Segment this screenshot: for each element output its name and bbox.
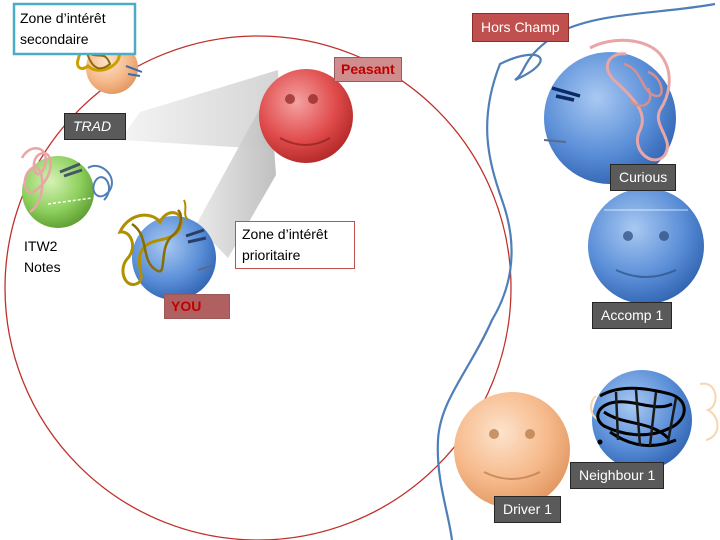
trad-label: TRAD — [64, 113, 126, 140]
itw2-notes-label: ITW2 Notes — [24, 238, 61, 275]
driver1-face — [454, 392, 570, 508]
interest-zone-circle — [4, 35, 512, 540]
secondary-zone-frame — [12, 2, 137, 56]
driver1-label: Driver 1 — [494, 496, 562, 523]
sight-cone-upper — [120, 70, 282, 150]
you-label: YOU — [164, 294, 230, 319]
accomp1-face — [588, 188, 704, 304]
off-field-label: Hors Champ — [472, 13, 569, 42]
priority-zone-label: Zone d’intérêt prioritaire — [235, 221, 355, 269]
trad-face — [20, 147, 113, 228]
you-face — [117, 199, 216, 300]
curious-face — [543, 38, 676, 184]
neighbour1-label: Neighbour 1 — [570, 462, 665, 489]
neighbour1-face — [590, 370, 719, 470]
accomp1-label: Accomp 1 — [592, 302, 673, 329]
peasant-label: Peasant — [334, 57, 402, 82]
curious-label: Curious — [610, 164, 677, 191]
sight-cone-lower — [196, 90, 276, 258]
peasant-face — [259, 69, 353, 163]
secondary-zone-label: Zone d’intérêt secondaire — [20, 10, 106, 47]
